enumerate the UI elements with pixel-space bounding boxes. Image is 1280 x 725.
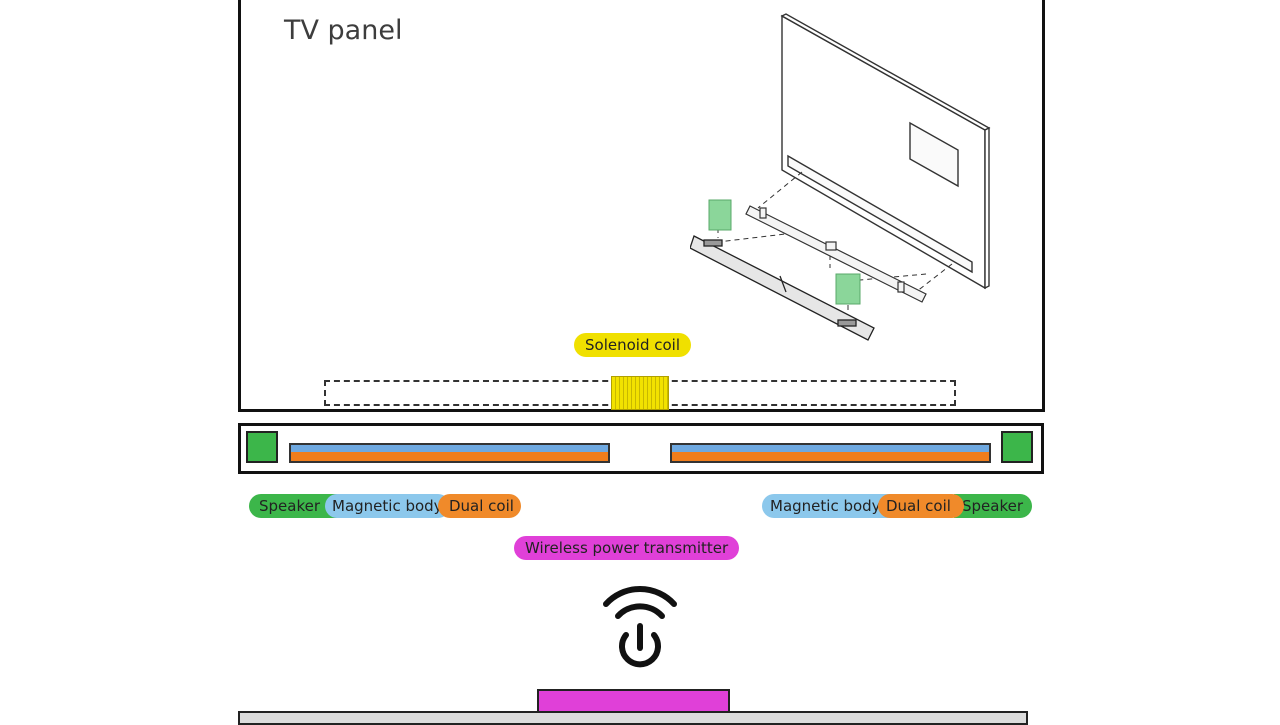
magnetic-dual-coil-left (289, 443, 610, 463)
tv-panel-title: TV panel (284, 15, 403, 46)
legend-magnetic-left: Magnetic body (325, 494, 450, 518)
tv-back-panel (780, 13, 991, 290)
assembly-guides (717, 171, 953, 310)
speaker-board (690, 235, 875, 341)
magnetic-bar (745, 205, 927, 303)
legend-coil-left: Dual coil (438, 494, 521, 518)
legend-magnetic-right: Magnetic body (762, 494, 892, 518)
legend-speaker-right: Speaker (954, 494, 1032, 518)
solenoid-coil-label: Solenoid coil (574, 333, 691, 357)
magnetic-dual-coil-right (670, 443, 991, 463)
speaker-left (246, 431, 278, 463)
wireless-transmitter-label: Wireless power transmitter (514, 536, 740, 560)
speaker-right (1001, 431, 1033, 463)
speaker-module-right (835, 273, 861, 305)
solenoid-coil (611, 376, 669, 410)
power-wireless-icon (603, 585, 677, 668)
legend-coil-right: Dual coil (878, 494, 964, 518)
exploded-tv-illustration (690, 13, 991, 341)
transmitter-pad (537, 689, 730, 713)
transmitter-base-plate (238, 711, 1028, 725)
legend-speaker-left: Speaker (249, 494, 337, 518)
speaker-bar-frame (238, 423, 1044, 474)
speaker-module-left (708, 199, 732, 231)
legend-right: Magnetic body Speaker Dual coil (762, 494, 1032, 518)
tv-panel-frame (238, 0, 1045, 412)
legend-left: Speaker Magnetic body Dual coil (249, 494, 521, 518)
